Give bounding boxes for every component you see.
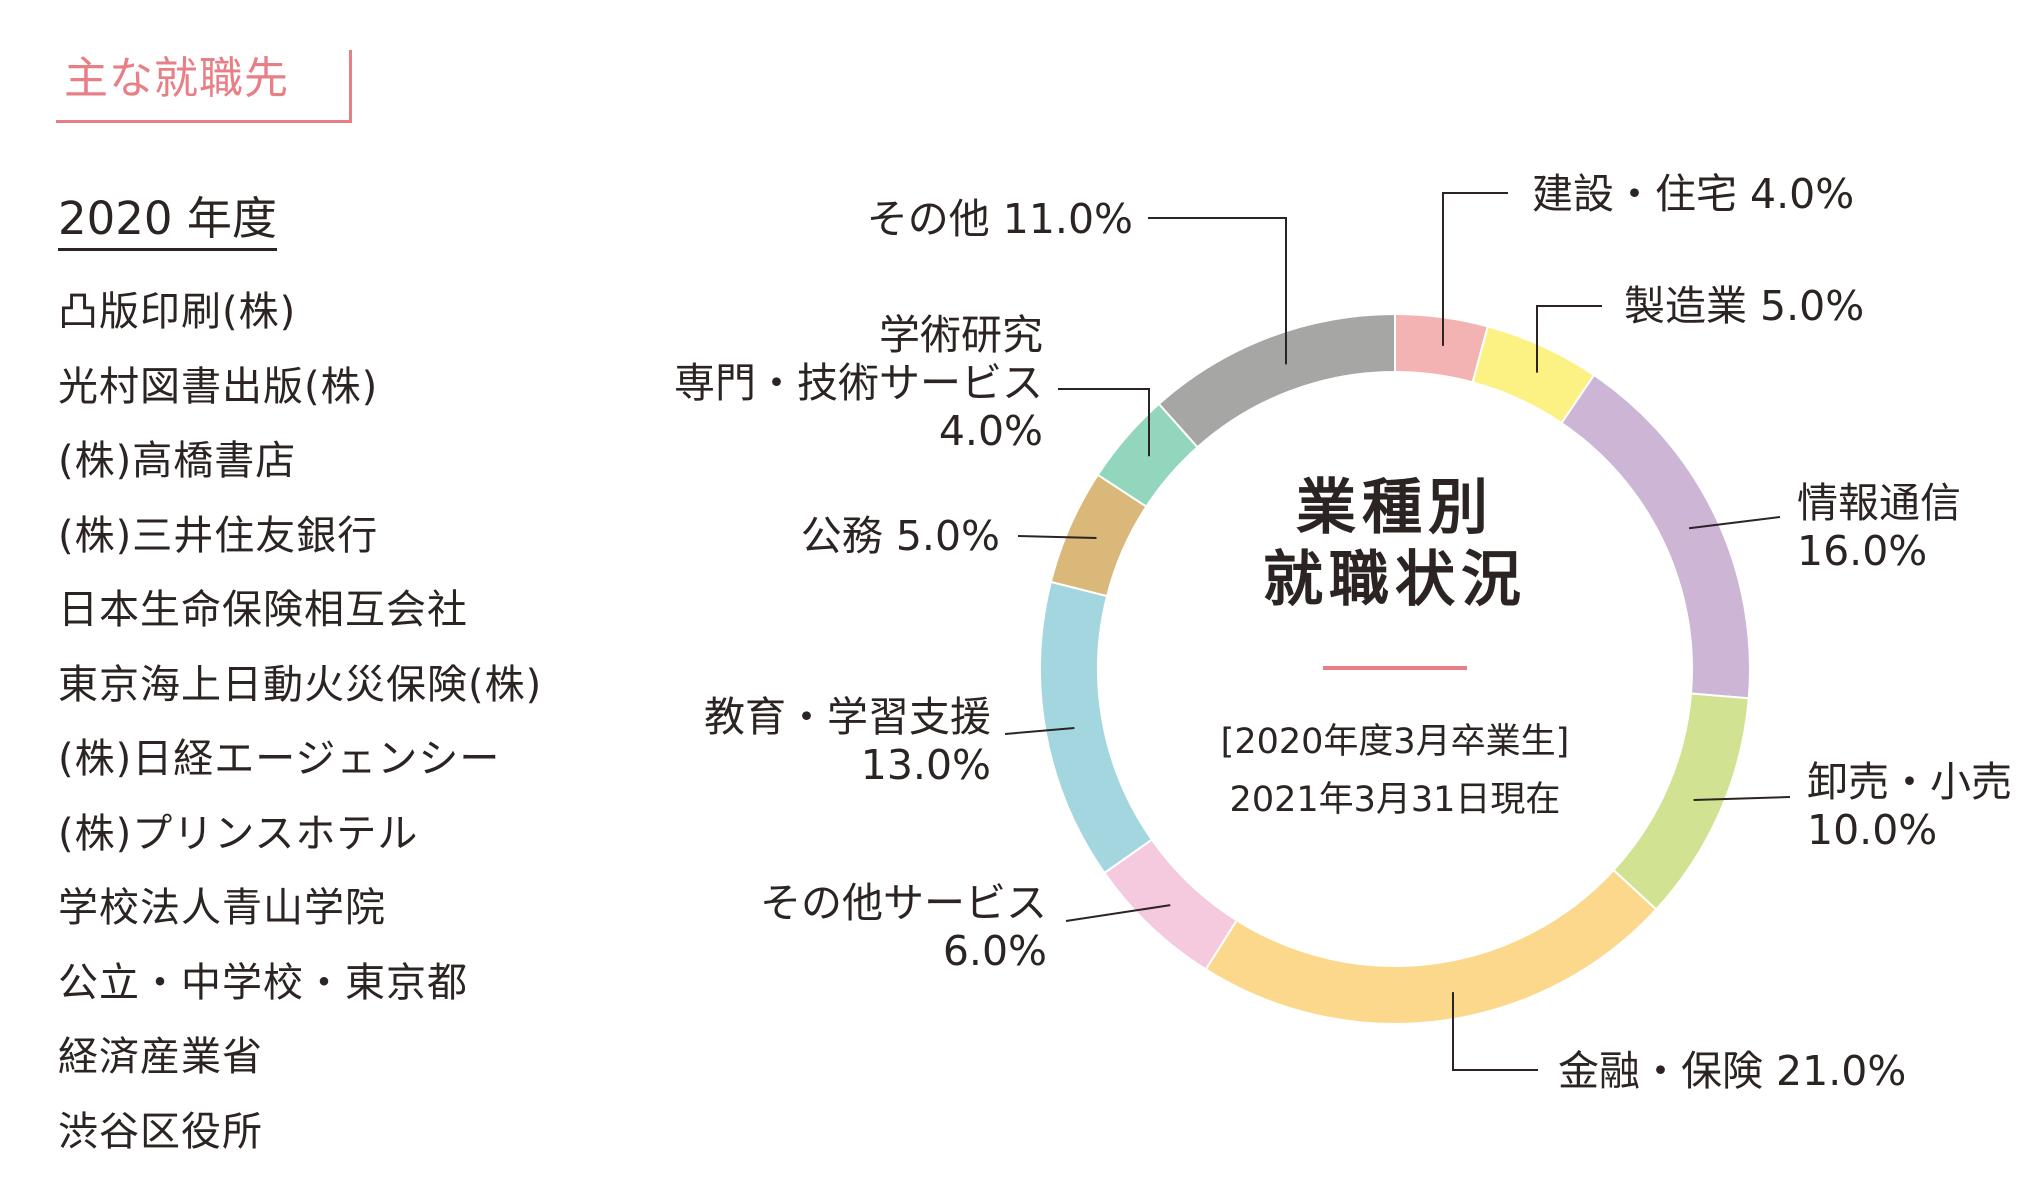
slice-label: 専門・技術サービス (674, 359, 1043, 407)
slice-label: 建設・住宅 4.0% (1532, 170, 1854, 218)
list-item: 凸版印刷(株) (58, 289, 297, 335)
company-list: 凸版印刷(株) 光村図書出版(株) (株)高橋書店 (株)三井住友銀行 日本生命… (58, 288, 542, 1182)
list-item: 公立・中学校・東京都 (58, 959, 468, 1006)
slice-label: 13.0% (861, 741, 991, 789)
section-header-underline (56, 120, 352, 123)
leader-line (1442, 192, 1508, 346)
slice-label: 卸売・小売 (1807, 758, 2012, 806)
list-item: (株)三井住友銀行 (58, 512, 379, 559)
slice-label: 4.0% (939, 407, 1043, 455)
title-divider (1323, 666, 1467, 670)
list-item: (株)プリンスホテル (58, 810, 419, 857)
chart-title: 業種別 (1296, 473, 1494, 543)
donut-slice (1204, 868, 1658, 1025)
leader-line (1004, 726, 1075, 735)
leader-line (1065, 904, 1171, 922)
slice-label: その他 11.0% (867, 195, 1133, 243)
chart-subtitle: 2021年3月31日現在 (1230, 780, 1561, 820)
section-title: 主な就職先 (64, 53, 289, 104)
list-item: (株)日経エージェンシー (58, 736, 501, 782)
leader-line (1536, 305, 1602, 373)
year-heading: 2020 年度 (58, 192, 277, 251)
slice-label: 10.0% (1807, 806, 1937, 854)
slice-label: 公務 5.0% (801, 512, 1000, 560)
slice-label: 情報通信 (1797, 479, 1961, 527)
leader-line (1688, 516, 1781, 530)
donut-slice (1394, 312, 1490, 384)
leader-line (1017, 535, 1097, 540)
leader-line (1058, 388, 1150, 457)
chart-title: 就職状況 (1263, 545, 1527, 615)
list-item: 東京海上日動火災保険(株) (58, 661, 543, 708)
donut-slice (1612, 692, 1750, 911)
donut-slices (1039, 312, 1751, 1025)
slice-label: その他サービス (760, 879, 1047, 927)
donut-slice (1560, 373, 1751, 700)
slice-label: 6.0% (943, 927, 1047, 975)
list-item: 渋谷区役所 (58, 1108, 263, 1155)
slice-label: 16.0% (1797, 527, 1927, 575)
list-item: 経済産業省 (58, 1034, 263, 1080)
leader-line (1693, 796, 1791, 801)
slice-label: 学術研究 (879, 311, 1043, 359)
donut-slice (1157, 312, 1396, 449)
slice-label: 教育・学習支援 (704, 693, 991, 741)
section-header: 主な就職先 (56, 50, 352, 124)
slice-label: 製造業 5.0% (1624, 282, 1864, 330)
list-item: (株)高橋書店 (58, 438, 297, 484)
list-item: 光村図書出版(株) (58, 363, 379, 410)
leader-line (1452, 992, 1538, 1071)
slice-label: 金融・保険 21.0% (1558, 1047, 1906, 1095)
donut-slice (1039, 580, 1154, 875)
section-header-rule (349, 50, 352, 123)
list-item: 学校法人青山学院 (58, 885, 386, 931)
leader-line (1148, 217, 1287, 365)
chart-subtitle: [2020年度3月卒業生] (1221, 722, 1570, 762)
leader-lines (1004, 192, 1791, 1071)
list-item: 日本生命保険相互会社 (58, 587, 468, 633)
